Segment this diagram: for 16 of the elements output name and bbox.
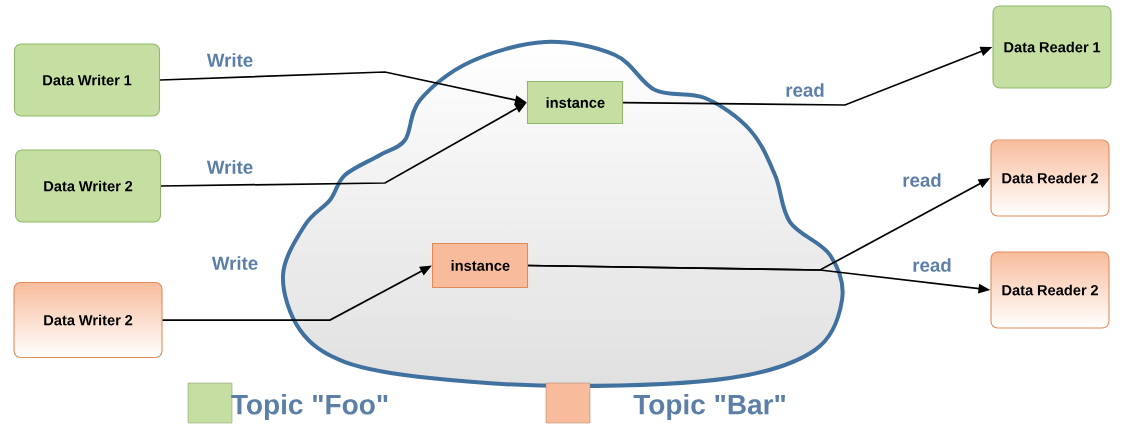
instance-box: instance [526, 80, 624, 125]
process-box: Data Writer 2 [13, 281, 163, 359]
edge-label: Write [206, 160, 253, 174]
edge-label: read [786, 83, 824, 97]
process-box: Data Reader 2 [990, 251, 1110, 329]
instance-box: instance [431, 242, 529, 289]
process-box: Data Writer 2 [14, 149, 162, 223]
process-box: Data Writer 1 [13, 43, 161, 117]
process-box: Data Reader 1 [992, 5, 1112, 89]
cloud-shape [280, 39, 845, 388]
edge-label: read [903, 173, 941, 187]
edge-label: Write [211, 256, 258, 270]
legend-label: Topic "Bar" [633, 393, 785, 421]
edge-label: read [913, 258, 951, 272]
edge-label: Write [206, 53, 253, 67]
process-box: Data Reader 2 [990, 139, 1110, 217]
